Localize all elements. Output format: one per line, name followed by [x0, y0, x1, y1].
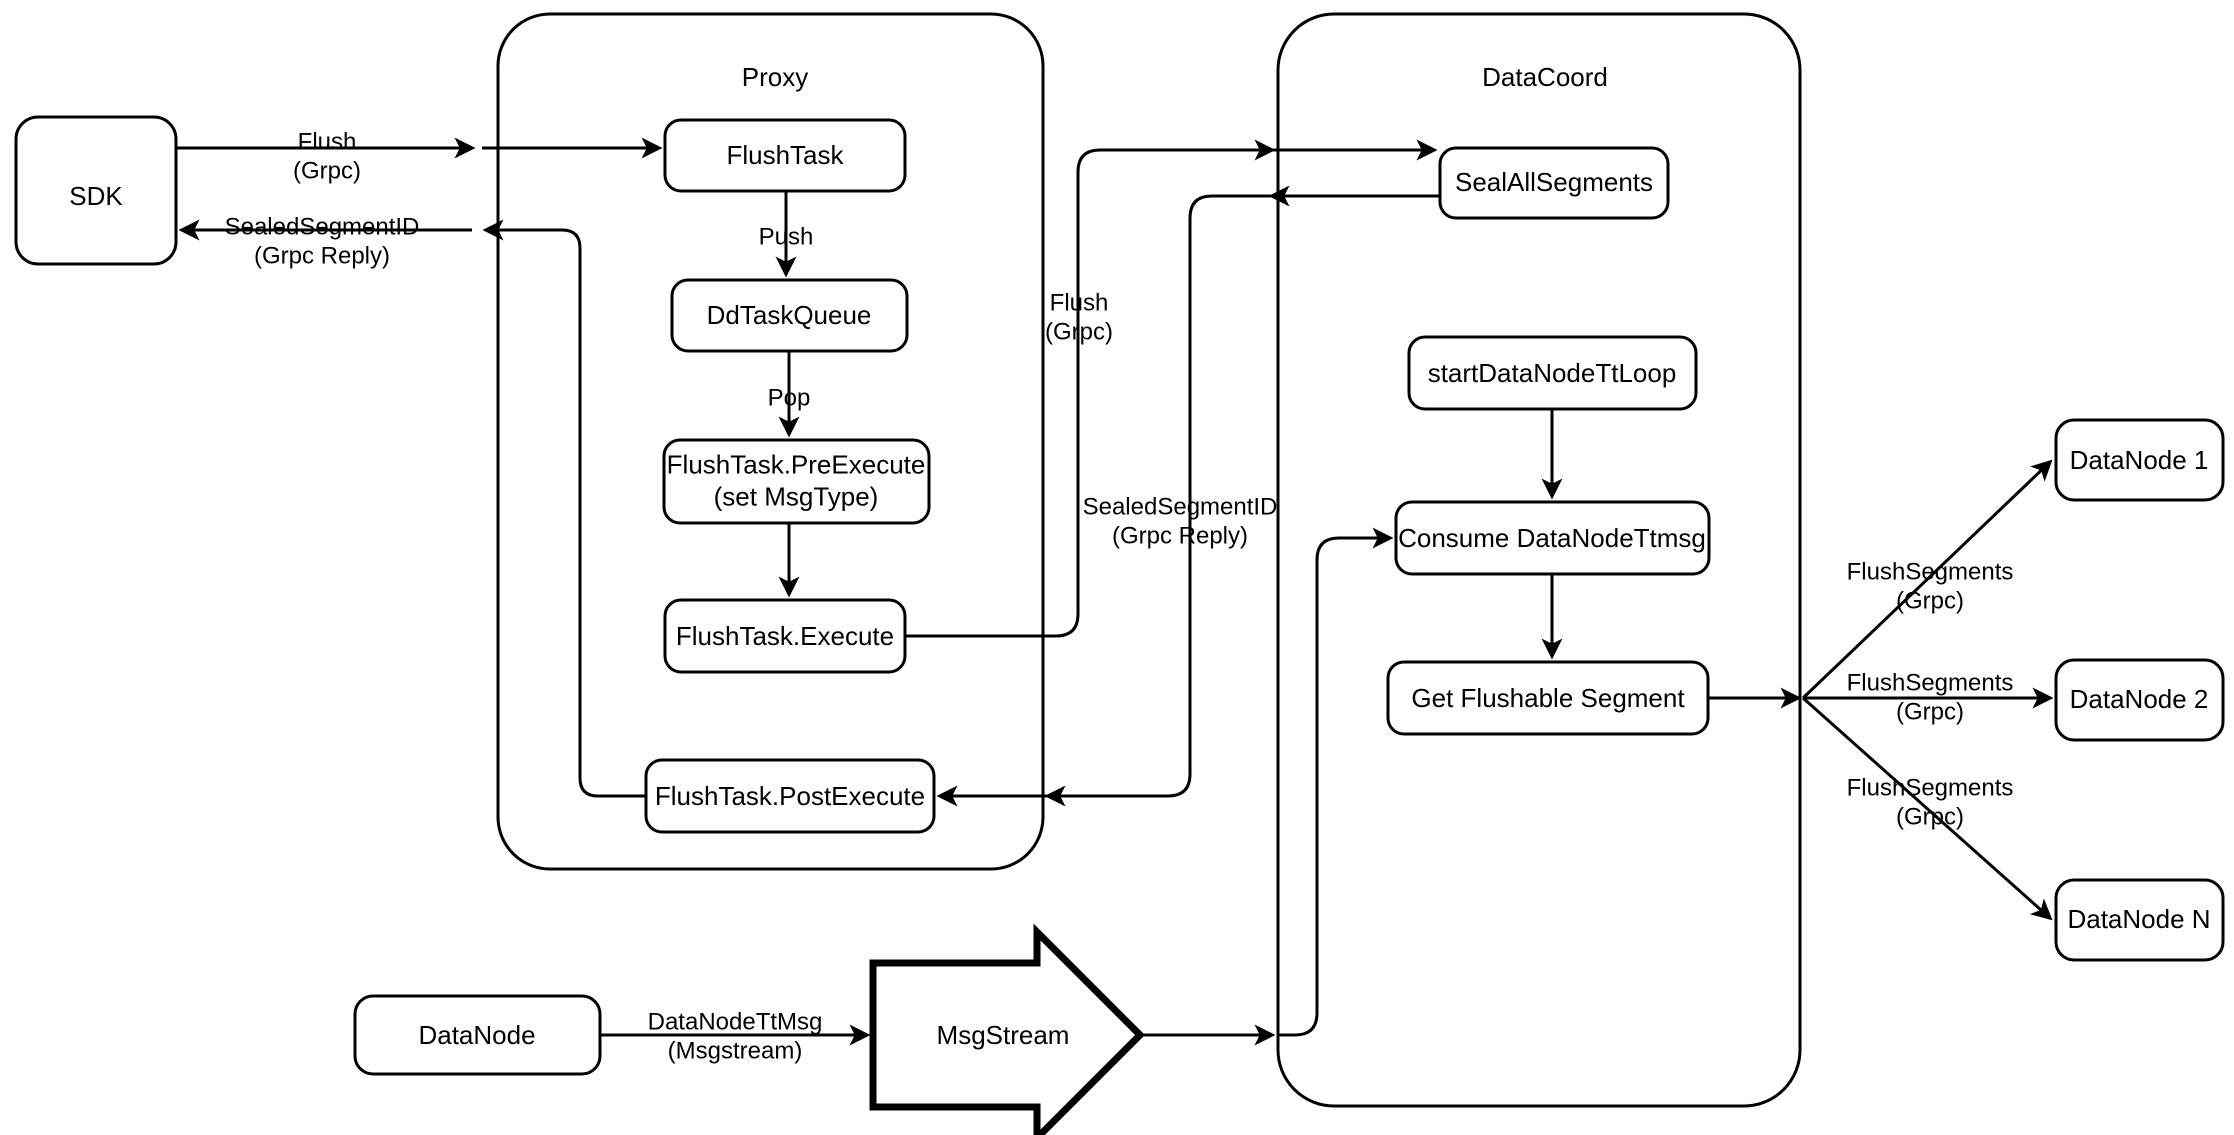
node-datanode-source[interactable]	[353, 994, 602, 1076]
edge-junction-to-datanode-1	[1801, 459, 2053, 700]
msgstream-arrow-shape[interactable]	[869, 923, 1145, 1135]
node-startdatanodettloop[interactable]	[1407, 335, 1698, 411]
node-sealallsegments[interactable]	[1438, 146, 1670, 220]
node-preexecute[interactable]	[662, 438, 931, 525]
edge-junction-to-datanode-n	[1802, 696, 2053, 921]
node-datanode-1[interactable]	[2054, 418, 2225, 502]
edge-datacoord-to-consume	[1278, 527, 1394, 1037]
node-datanode-2[interactable]	[2054, 658, 2225, 742]
edge-sealallsegments-to-postexecute	[936, 194, 1440, 807]
proxy-container	[496, 12, 1045, 871]
node-datanode-n[interactable]	[2054, 878, 2225, 962]
node-ddtaskqueue[interactable]	[670, 278, 909, 353]
edge-postexecute-to-sdk-return	[482, 219, 646, 798]
node-execute[interactable]	[663, 598, 907, 674]
node-consume-datanodettmsg[interactable]	[1394, 500, 1711, 576]
node-sdk[interactable]	[14, 115, 178, 266]
edge-execute-to-sealallsegments	[905, 139, 1438, 638]
node-postexecute[interactable]	[644, 758, 936, 834]
datacoord-container	[1276, 12, 1802, 1108]
node-get-flushable-segment[interactable]	[1386, 660, 1710, 736]
node-flushtask[interactable]	[663, 118, 907, 193]
